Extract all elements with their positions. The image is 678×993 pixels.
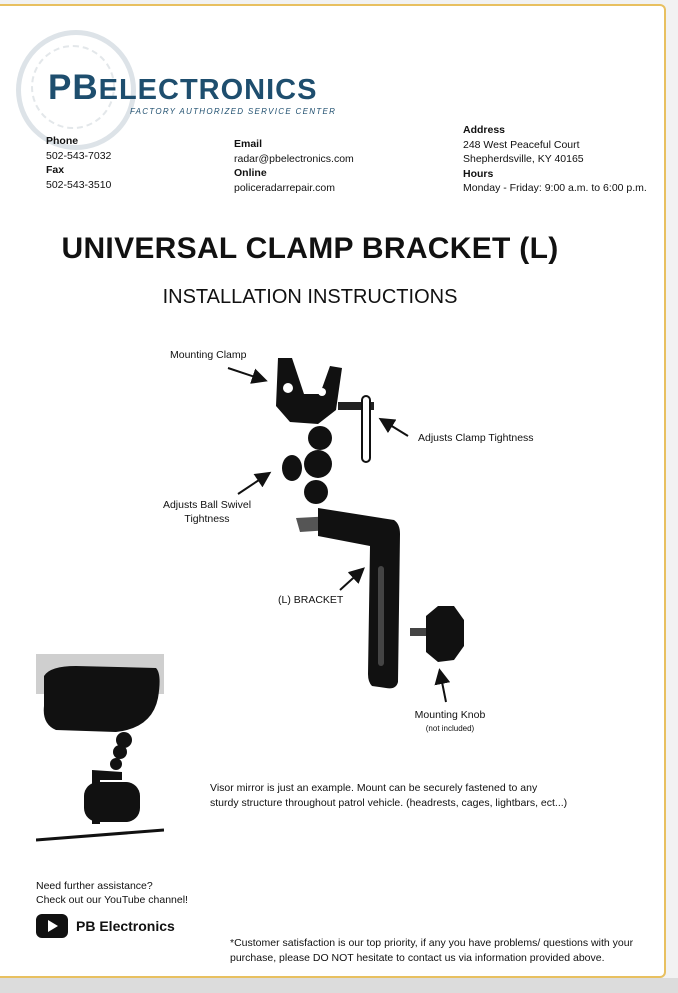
fax-value: 502-543-3510	[46, 178, 112, 191]
callout-mounting-clamp: Mounting Clamp	[170, 349, 247, 361]
mounting-clamp-graphic	[276, 358, 374, 463]
hours-value: Monday - Friday: 9:00 a.m. to 6:00 p.m.	[463, 182, 647, 194]
youtube-channel-link[interactable]: PB Electronics	[36, 914, 175, 938]
logo-tagline: FACTORY AUTHORIZED SERVICE CENTER	[130, 107, 337, 116]
logo-ring-graphic	[16, 30, 136, 150]
page-subtitle: INSTALLATION INSTRUCTIONS	[162, 286, 458, 308]
callout-l-bracket: (L) BRACKET	[278, 594, 344, 606]
callout-not-included: (not included)	[425, 724, 475, 733]
arrow-clamp-tightness	[378, 417, 409, 437]
callout-ball-swivel-line2: Tightness	[184, 513, 230, 525]
email-online-block: Email radar@pbelectronics.com Online pol…	[234, 137, 354, 195]
phone-fax-block: Phone 502-543-7032 Fax 502-543-3510	[46, 134, 111, 192]
help-line1: Need further assistance?	[36, 880, 153, 892]
visor-note-line1: Visor mirror is just an example. Mount c…	[210, 782, 538, 794]
email-label: Email	[234, 138, 263, 150]
arrow-l-bracket	[339, 567, 365, 591]
online-value: policeradarrepair.com	[234, 181, 335, 194]
youtube-icon	[36, 914, 68, 938]
address-line1: 248 West Peaceful Court	[463, 138, 580, 151]
document-page: PBELECTRONICS FACTORY AUTHORIZED SERVICE…	[0, 4, 666, 978]
youtube-channel-name: PB Electronics	[76, 918, 175, 934]
phone-label: Phone	[46, 135, 79, 147]
callout-mounting-knob: Mounting Knob (not included)	[406, 708, 494, 736]
fax-label: Fax	[46, 164, 65, 176]
address-line2: Shepherdsville, KY 40165	[463, 153, 584, 165]
logo-electronics: ELECTRONICS	[98, 74, 318, 106]
visor-note-line2: sturdy structure throughout patrol vehic…	[210, 797, 568, 809]
footer-line1: *Customer satisfaction is our top priori…	[230, 937, 634, 949]
arrow-ball-swivel	[237, 471, 272, 495]
callout-mounting-knob-label: Mounting Knob	[414, 709, 486, 721]
phone-value: 502-543-7032	[46, 149, 112, 162]
help-text: Need further assistance? Check out our Y…	[36, 879, 188, 907]
callout-ball-swivel: Adjusts Ball Swivel Tightness	[158, 498, 256, 526]
online-label: Online	[234, 167, 267, 179]
clamp-bracket-diagram	[227, 358, 464, 703]
logo-wordmark: PBELECTRONICS	[48, 70, 317, 105]
callout-ball-swivel-line1: Adjusts Ball Swivel	[162, 499, 252, 511]
mounting-knob-graphic	[410, 606, 464, 662]
hours-label: Hours	[463, 167, 494, 180]
address-hours-block: Address 248 West Peaceful Court Shepherd…	[463, 123, 647, 196]
logo-pb: PB	[48, 68, 99, 107]
email-value: radar@pbelectronics.com	[234, 152, 354, 165]
bottom-strip	[0, 978, 678, 993]
page-title: UNIVERSAL CLAMP BRACKET (L)	[61, 232, 559, 265]
visor-note: Visor mirror is just an example. Mount c…	[210, 781, 567, 811]
address-label: Address	[463, 124, 506, 136]
satisfaction-footer: *Customer satisfaction is our top priori…	[230, 936, 633, 966]
arrow-mounting-knob	[434, 668, 451, 703]
l-bracket-graphic	[318, 508, 400, 689]
help-line2: Check out our YouTube channel!	[36, 894, 188, 906]
arrow-mounting-clamp	[227, 367, 268, 384]
footer-line2: purchase, please DO NOT hesitate to cont…	[230, 952, 605, 964]
visor-mirror-example-photo	[36, 654, 164, 850]
callout-clamp-tightness: Adjusts Clamp Tightness	[418, 432, 534, 444]
